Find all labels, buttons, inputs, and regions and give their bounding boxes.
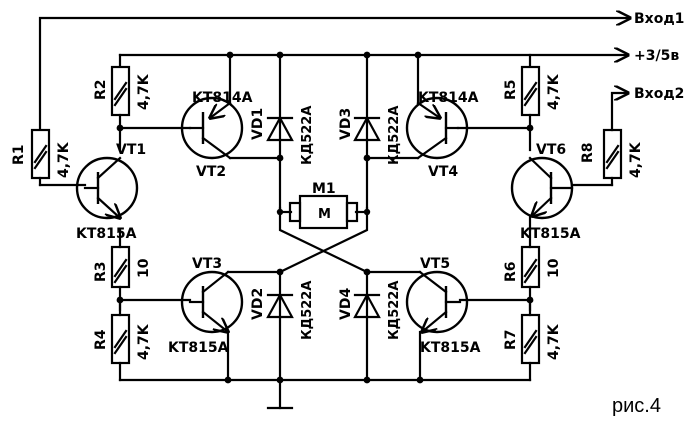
resistor-r4 — [110, 298, 192, 382]
figure-label: рис.4 — [612, 395, 661, 417]
r5-value: 4,7K — [546, 73, 562, 110]
r3-name: R3 — [93, 261, 109, 282]
motor-symbol: M — [318, 207, 331, 222]
vd3-type: КД522А — [387, 106, 402, 165]
vt2-type: KT814A — [192, 90, 253, 106]
r2-name: R2 — [93, 79, 109, 100]
resistor-r8 — [570, 128, 623, 187]
input2-label: Вход2 — [634, 86, 684, 102]
vt3-type: KT815A — [168, 340, 229, 356]
transistor-vt5 — [365, 270, 469, 382]
r4-value: 4,7K — [136, 323, 152, 360]
ground-rail — [118, 378, 532, 410]
vt5-name: VT5 — [420, 256, 450, 272]
diode-vd4 — [353, 270, 381, 382]
transistor-vt3 — [180, 270, 282, 382]
motor-m1 — [276, 194, 371, 230]
r7-value: 4,7K — [546, 323, 562, 360]
vd3-name: VD3 — [338, 108, 354, 140]
resistor-r2 — [110, 65, 192, 152]
r7-name: R7 — [503, 329, 519, 350]
vd2-name: VD2 — [250, 288, 266, 320]
r6-name: R6 — [503, 261, 519, 282]
r5-name: R5 — [503, 79, 519, 100]
r3-value: 10 — [136, 258, 152, 278]
transistor-vt1 — [75, 156, 139, 218]
vt6-name: VT6 — [536, 142, 566, 158]
r2-value: 4,7K — [136, 73, 152, 110]
r1-name: R1 — [11, 144, 27, 165]
vt5-type: KT815A — [420, 340, 481, 356]
transistor-vt6 — [510, 156, 574, 232]
vt4-type: KT814A — [418, 90, 479, 106]
diode-vd1 — [266, 115, 294, 142]
vt1-type: KT815A — [76, 226, 137, 242]
diode-vd2 — [266, 270, 294, 382]
vt6-type: KT815A — [520, 226, 581, 242]
diode-vd3 — [353, 115, 381, 142]
vt3-name: VT3 — [192, 256, 222, 272]
resistor-r7 — [458, 298, 541, 382]
vt1-name: VT1 — [116, 142, 146, 158]
r4-name: R4 — [93, 329, 109, 350]
transistor-vt2 — [180, 96, 282, 160]
r6-value: 10 — [546, 258, 562, 278]
vd4-type: КД522А — [387, 281, 402, 340]
vd2-type: КД522А — [300, 281, 315, 340]
input1-label: Вход1 — [634, 11, 684, 27]
resistor-r5 — [456, 65, 541, 152]
r1-value: 4,7K — [56, 141, 72, 178]
transistor-vt4 — [365, 96, 469, 160]
vd1-type: КД522А — [300, 106, 315, 165]
vd4-name: VD4 — [338, 288, 354, 320]
r8-value: 4,7K — [628, 141, 644, 178]
vd1-name: VD1 — [250, 108, 266, 140]
bridge-crossing-wires — [278, 206, 369, 274]
supply-label: +3/5в — [634, 48, 679, 64]
r8-name: R8 — [580, 142, 596, 163]
input1-wire — [38, 18, 630, 130]
junction-dots — [116, 51, 534, 384]
vt2-name: VT2 — [196, 164, 226, 180]
vt4-name: VT4 — [428, 164, 458, 180]
input2-wire — [610, 93, 628, 132]
supply-rail — [118, 55, 628, 210]
motor-name: M1 — [312, 181, 336, 197]
